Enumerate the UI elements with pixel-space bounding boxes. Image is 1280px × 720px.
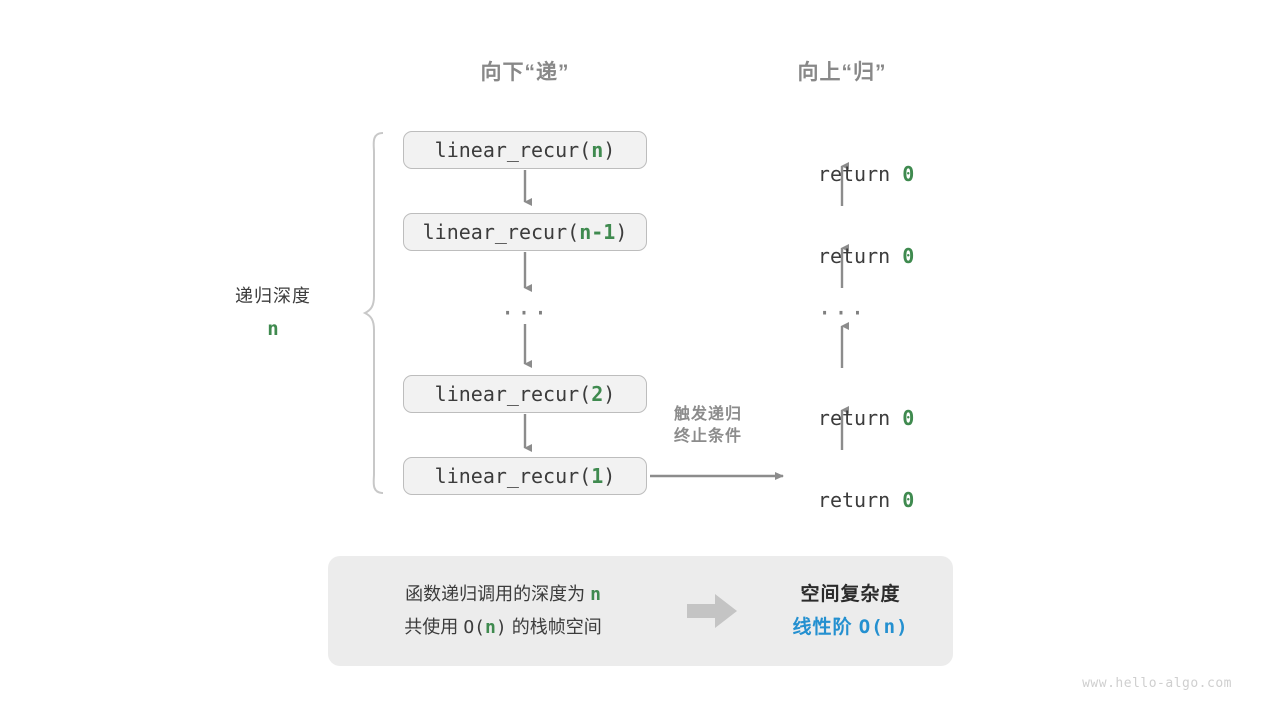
summary-line-2-text-b: 的栈帧空间 — [506, 617, 602, 637]
complexity-summary-panel: 函数递归调用的深度为 n 共使用 O(n) 的栈帧空间 空间复杂度 线性阶 O(… — [328, 556, 953, 666]
ellipsis-ascend: ··· — [817, 299, 867, 327]
termination-line-2: 终止条件 — [673, 428, 743, 445]
summary-description: 函数递归调用的深度为 n 共使用 O(n) 的栈帧空间 — [328, 578, 678, 644]
call-box-0: linear_recur(n) — [403, 131, 647, 169]
return-label-3: return 0 — [770, 464, 915, 536]
recursion-depth-variable: n — [267, 318, 279, 340]
complexity-result: 空间复杂度 线性阶 O(n) — [748, 578, 953, 644]
call-box-suffix: ) — [603, 464, 616, 488]
summary-line-2-bigo-close: ) — [495, 617, 507, 638]
return-keyword: return — [817, 162, 903, 186]
return-label-1: return 0 — [770, 220, 915, 292]
depth-brace — [362, 132, 384, 494]
recursion-depth-label: 递归深度 n — [235, 282, 311, 340]
return-keyword: return — [817, 244, 903, 268]
complexity-value-text: 线性阶 — [792, 617, 859, 638]
summary-line-1-var: n — [590, 584, 601, 605]
summary-line-2: 共使用 O(n) 的栈帧空间 — [328, 611, 678, 644]
call-box-1: linear_recur(n-1) — [403, 213, 647, 251]
watermark: www.hello-algo.com — [1082, 676, 1232, 691]
call-box-arg: n — [591, 138, 604, 162]
return-value: 0 — [902, 488, 915, 512]
return-value: 0 — [902, 406, 915, 430]
recursion-depth-text: 递归深度 — [235, 286, 311, 306]
ellipsis-descend: ··· — [500, 299, 550, 327]
return-keyword: return — [817, 406, 903, 430]
complexity-title: 空间复杂度 — [800, 584, 901, 605]
call-box-suffix: ) — [603, 138, 616, 162]
call-box-arg: n-1 — [579, 220, 616, 244]
call-box-arg: 2 — [591, 382, 604, 406]
summary-line-2-text-a: 共使用 — [404, 617, 464, 637]
complexity-value: 线性阶 O(n) — [748, 611, 953, 644]
summary-line-2-bigo-open: O( — [463, 617, 485, 638]
complexity-value-bigo: O(n) — [858, 616, 909, 638]
call-box-suffix: ) — [615, 220, 628, 244]
call-box-prefix: linear_recur( — [434, 382, 592, 406]
call-box-2: linear_recur(2) — [403, 375, 647, 413]
return-keyword: return — [817, 488, 903, 512]
return-label-2: return 0 — [770, 382, 915, 454]
call-box-suffix: ) — [603, 382, 616, 406]
implication-arrow — [678, 592, 748, 630]
termination-condition-label: 触发递归 终止条件 — [674, 404, 742, 448]
call-box-prefix: linear_recur( — [422, 220, 580, 244]
termination-line-1: 触发递归 — [673, 406, 743, 423]
summary-line-1: 函数递归调用的深度为 n — [328, 578, 678, 611]
call-box-prefix: linear_recur( — [434, 464, 592, 488]
call-box-arg: 1 — [591, 464, 604, 488]
call-box-prefix: linear_recur( — [434, 138, 592, 162]
summary-line-1-text: 函数递归调用的深度为 — [405, 584, 591, 604]
call-box-3: linear_recur(1) — [403, 457, 647, 495]
return-value: 0 — [902, 244, 915, 268]
return-label-0: return 0 — [770, 138, 915, 210]
return-value: 0 — [902, 162, 915, 186]
column-header-descend: 向下“递” — [480, 61, 570, 84]
column-header-ascend: 向上“归” — [797, 61, 887, 84]
right-arrow-icon — [687, 594, 737, 628]
summary-line-2-var: n — [485, 617, 496, 638]
